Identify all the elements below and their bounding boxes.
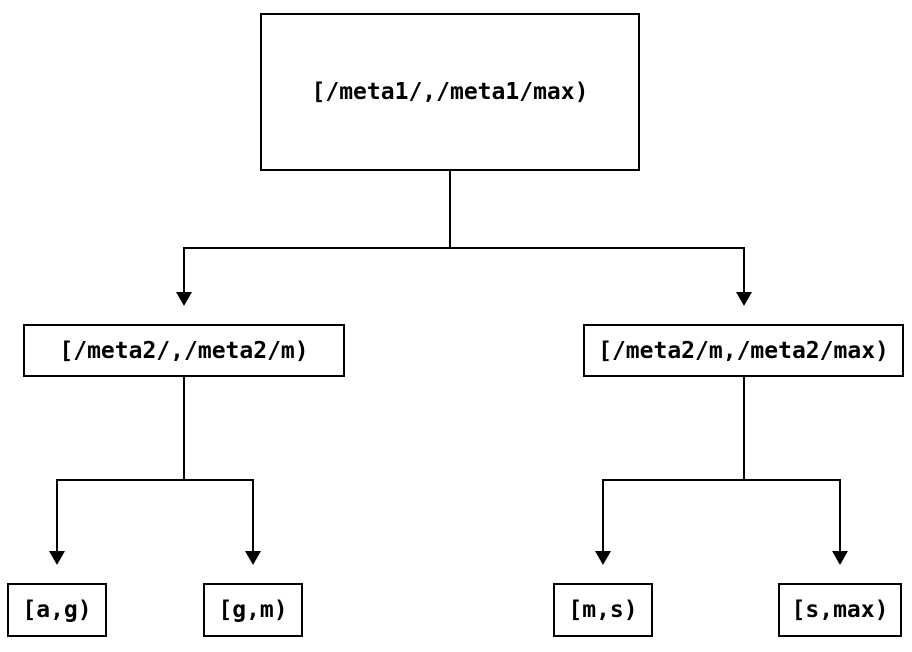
- node-meta2-right-label: [/meta2/m,/meta2/max): [598, 337, 889, 364]
- node-leaf-smax-label: [s,max): [791, 597, 889, 623]
- arrowhead-icon: [832, 551, 848, 565]
- node-leaf-ag-label: [a,g): [22, 597, 92, 623]
- node-leaf-smax: [s,max): [778, 583, 902, 637]
- arrowhead-icon: [176, 292, 192, 306]
- node-leaf-gm: [g,m): [203, 583, 303, 637]
- node-meta2-left: [/meta2/,/meta2/m): [23, 324, 345, 377]
- arrowhead-icon: [49, 551, 65, 565]
- node-root: [/meta1/,/meta1/max): [260, 13, 640, 171]
- edge-right-ms: [602, 479, 744, 551]
- node-root-label: [/meta1/,/meta1/max): [311, 79, 589, 105]
- edge-right-smax: [744, 479, 841, 551]
- node-leaf-gm-label: [g,m): [218, 597, 288, 623]
- edge-left-ag: [56, 479, 184, 551]
- edge-root-left: [183, 247, 450, 292]
- arrowhead-icon: [736, 292, 752, 306]
- node-meta2-right: [/meta2/m,/meta2/max): [583, 324, 904, 377]
- node-leaf-ms-label: [m,s): [568, 597, 638, 623]
- edge-left-gm: [184, 479, 254, 551]
- node-leaf-ms: [m,s): [553, 583, 653, 637]
- node-leaf-ag: [a,g): [7, 583, 107, 637]
- arrowhead-icon: [245, 551, 261, 565]
- node-meta2-left-label: [/meta2/,/meta2/m): [59, 337, 309, 364]
- arrowhead-icon: [595, 551, 611, 565]
- edge-root-right: [450, 247, 745, 292]
